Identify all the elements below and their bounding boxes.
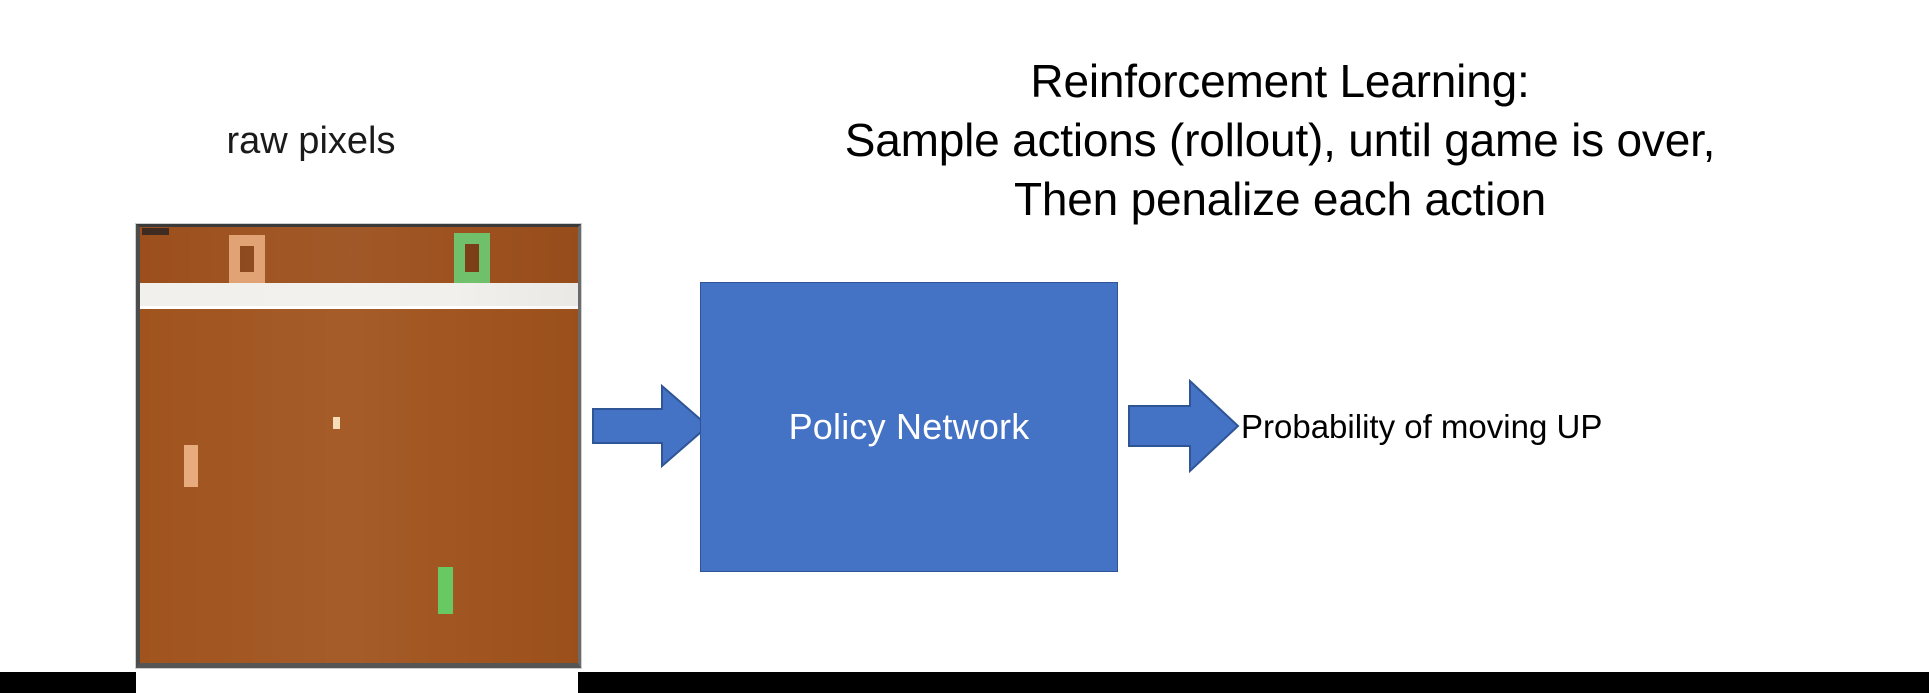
pong-paddle-right: [438, 567, 453, 614]
policy-network-box[interactable]: Policy Network: [700, 282, 1118, 572]
pong-game-frame: [136, 224, 581, 668]
input-right-arrow-icon: [592, 384, 710, 468]
pong-score-left: [229, 235, 265, 283]
pong-score-right: [454, 233, 490, 283]
pong-separator-bar: [140, 283, 578, 309]
output-right-arrow-icon: [1128, 378, 1240, 474]
pong-score-left-counter: [240, 246, 254, 272]
output-probability-label: Probability of moving UP: [1241, 408, 1603, 445]
page-title: Reinforcement Learning: Sample actions (…: [690, 52, 1870, 229]
pong-score-strip: [140, 227, 578, 283]
letterbox-bar-right: [578, 672, 1929, 693]
pong-score-right-counter: [465, 244, 479, 272]
policy-network-label: Policy Network: [788, 406, 1030, 447]
pong-ball: [333, 417, 340, 429]
letterbox-bar-left: [0, 672, 136, 693]
raw-pixels-caption: raw pixels: [226, 120, 396, 162]
pong-paddle-left: [184, 445, 198, 487]
title-line-3: Then penalize each action: [1013, 173, 1547, 225]
frame-corner-mark: [142, 228, 169, 235]
title-line-1: Reinforcement Learning:: [1030, 55, 1530, 107]
title-line-2: Sample actions (rollout), until game is …: [844, 114, 1716, 166]
